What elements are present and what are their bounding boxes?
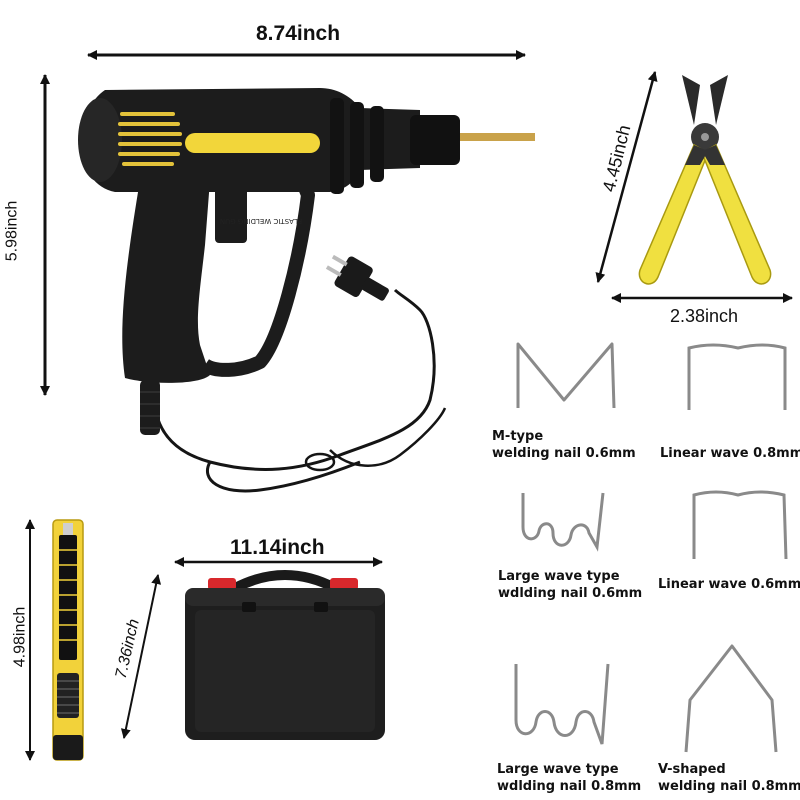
gun-height-label: 5.98inch [3, 200, 21, 262]
large-wave-06-nail [521, 492, 605, 552]
linear-wave-06-nail [692, 490, 788, 560]
v-shaped-nail [684, 644, 778, 753]
nail-caption-linear-wave-08: Linear wave 0.8mm [660, 446, 800, 461]
pliers-width-label: 2.38inch [670, 306, 739, 326]
carrying-case [185, 570, 385, 740]
pliers [638, 75, 772, 285]
power-plug [325, 254, 389, 301]
m-type-nail [516, 342, 616, 409]
case-width-label: 11.14inch [230, 536, 325, 559]
welding-gun [78, 88, 535, 493]
gun-label: PLASTIC WELDING GUN [219, 217, 303, 225]
knife-height-label: 4.98inch [11, 606, 29, 668]
linear-wave-08-nail [687, 343, 787, 410]
gun-width-label: 8.74inch [256, 22, 341, 45]
pliers-height-arrow [595, 71, 658, 283]
case-height-arrow [120, 574, 162, 739]
nail-caption-linear-wave-06: Linear wave 0.6mm [658, 577, 800, 592]
large-wave-08-nail [514, 663, 610, 745]
utility-knife [52, 519, 84, 761]
